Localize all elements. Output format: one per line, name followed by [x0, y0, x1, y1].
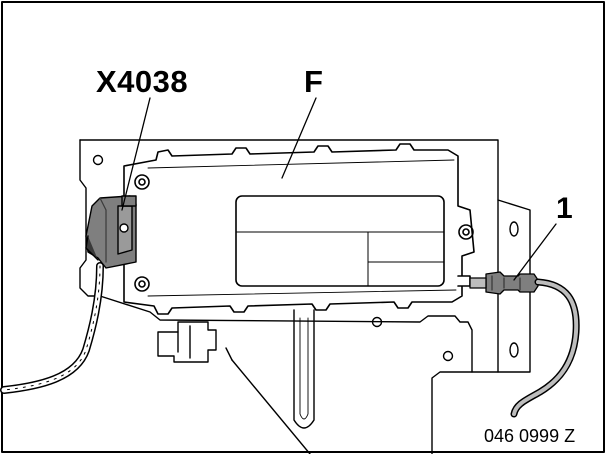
- leader-lines: [121, 97, 557, 281]
- antenna-plug: [469, 271, 539, 295]
- leader-line-1: [513, 223, 557, 281]
- callout-connector: X4038: [96, 64, 189, 99]
- leader-line-f: [281, 97, 317, 179]
- callout-module: F: [304, 64, 323, 99]
- mounting-bolt: [138, 178, 146, 186]
- leader-line-x4038: [121, 97, 151, 211]
- bracket-hole: [371, 316, 383, 328]
- harness-cable: [0, 262, 104, 394]
- label-plate: [235, 195, 445, 287]
- connector-x4038: [85, 195, 137, 269]
- antenna-cable: [510, 278, 580, 418]
- mounting-bolt: [134, 276, 150, 292]
- mounting-bracket: [79, 139, 531, 454]
- strap: [293, 309, 315, 429]
- bracket-slot: [509, 221, 519, 237]
- mounting-bolt: [462, 228, 470, 236]
- cable-clip: [157, 321, 217, 363]
- mounting-bolt: [138, 280, 146, 288]
- control-module: [123, 143, 475, 315]
- mounting-bolt: [134, 174, 150, 190]
- figure-number: 046 0999 Z: [484, 426, 576, 446]
- callout-antenna-plug: 1: [556, 192, 573, 225]
- bracket-hole: [92, 154, 104, 166]
- mounting-bolt: [458, 224, 474, 240]
- bracket-slot: [509, 342, 519, 358]
- bracket-hole: [442, 350, 454, 362]
